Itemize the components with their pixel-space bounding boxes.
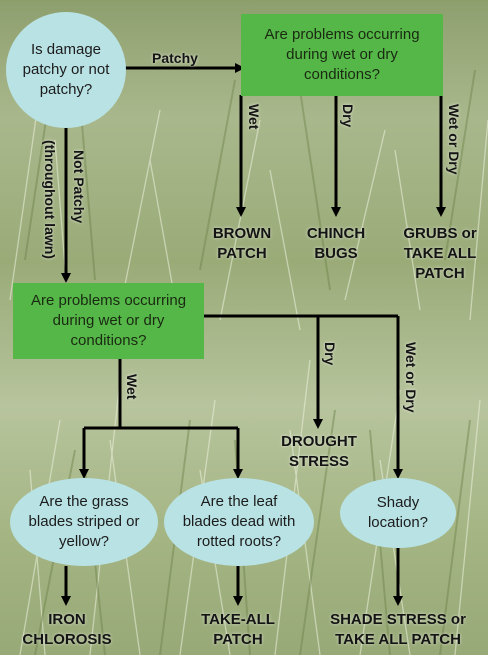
wet-dry-question-mid: Are problems occurring during wet or dry… — [13, 283, 204, 359]
label-dry-mid: Dry — [322, 342, 338, 366]
label-wetordry-top: Wet or Dry — [446, 104, 462, 175]
outcome-brown-patch: BROWN PATCH — [212, 225, 272, 262]
shady-location-question: Shady location? — [340, 478, 456, 548]
label-wet-top: Wet — [246, 104, 262, 130]
outcome-chinch-bugs: CHINCH BUGS — [306, 225, 366, 262]
label-throughout-lawn: (throughout lawn) — [42, 140, 58, 259]
outcome-iron-chlorosis: IRON CHLOROSIS — [22, 611, 112, 648]
grass-blades-striped-question: Are the grass blades striped or yellow? — [10, 478, 158, 566]
label-not-patchy: Not Patchy — [71, 150, 87, 224]
label-patchy: Patchy — [152, 50, 198, 66]
outcome-shade-stress: SHADE STRESS or TAKE ALL PATCH — [330, 611, 466, 648]
outcome-grubs-or-take-all: GRUBS or TAKE ALL PATCH — [403, 225, 477, 282]
leaf-blades-dead-question: Are the leaf blades dead with rotted roo… — [164, 478, 314, 566]
outcome-take-all-patch: TAKE-ALL PATCH — [201, 611, 275, 648]
outcome-drought-stress: DROUGHT STRESS — [281, 433, 357, 470]
label-wet-mid: Wet — [124, 374, 140, 400]
wet-dry-question-top: Are problems occurring during wet or dry… — [241, 14, 443, 96]
label-wetordry-mid: Wet or Dry — [403, 342, 419, 413]
label-dry-top: Dry — [340, 104, 356, 128]
damage-patchy-question: Is damage patchy or not patchy? — [6, 12, 126, 128]
